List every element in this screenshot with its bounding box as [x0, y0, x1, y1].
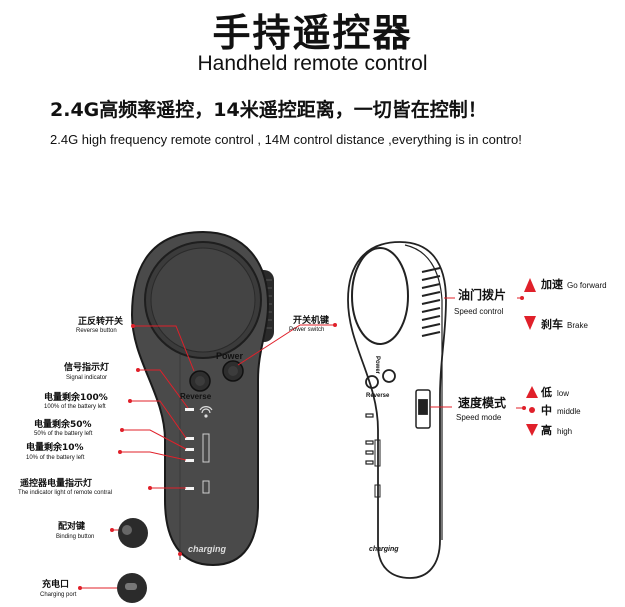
arrow-up-forward-icon — [524, 278, 536, 292]
batt100-label-cn: 电量剩余100% — [44, 393, 108, 403]
batt10-label-cn: 电量剩余10% — [26, 443, 84, 453]
binding-label-cn: 配对键 — [58, 522, 86, 532]
batt10-label-en: 10% of the battery left — [26, 455, 85, 461]
outline-charging-print: charging — [369, 546, 399, 553]
outline-power-print: Power — [374, 356, 380, 375]
title-cn: 手持遥控器 — [212, 11, 413, 55]
reverse-label-cn: 正反转开关 — [78, 317, 124, 327]
power-label-cn: 开关机键 — [293, 316, 330, 326]
remote-side-view — [347, 241, 447, 579]
outline-reverse-button[interactable] — [365, 375, 379, 389]
outline-reverse-print: Reverse — [366, 393, 390, 399]
charging-label-cn: 充电口 — [42, 580, 70, 590]
battery-led-100 — [185, 437, 194, 440]
throttle-ridges — [421, 267, 441, 337]
speed-mode-label-en: Speed mode — [456, 413, 502, 422]
leader-lines-left — [80, 324, 335, 589]
batt50-label-en: 50% of the battery left — [34, 431, 93, 437]
speed-control-label-cn: 油门拨片 — [458, 288, 507, 302]
outline-power-button[interactable] — [382, 369, 396, 383]
remote-batt-label-en: The indicator light of remote contral — [18, 490, 113, 496]
charging-print: charging — [188, 544, 227, 554]
speed-control-label-en: Speed control — [454, 307, 504, 316]
remote-outline-body — [347, 241, 447, 579]
outline-dome — [351, 247, 409, 345]
forward-label-en: Go forward — [567, 281, 607, 290]
battery-small-icon — [202, 480, 210, 494]
power-label-en: Power switch — [289, 327, 325, 333]
speed-mode-knob[interactable] — [418, 399, 428, 415]
speed-mode-switch[interactable] — [415, 389, 431, 429]
low-label-cn: 低 — [541, 386, 552, 399]
charging-label-en: Charging port — [40, 592, 77, 598]
forward-label-cn: 加速 — [541, 278, 563, 291]
middle-label-cn: 中 — [541, 404, 552, 417]
high-label-cn: 高 — [541, 424, 552, 437]
batt50-label-cn: 电量剩余50% — [34, 420, 92, 430]
brake-label-en: Brake — [567, 321, 588, 330]
dot-middle-icon — [529, 407, 535, 413]
arrow-down-brake-icon — [524, 316, 536, 330]
low-label-en: low — [557, 389, 570, 398]
signal-label-cn: 信号指示灯 — [64, 363, 110, 373]
high-label-en: high — [557, 427, 573, 436]
battery-led-50 — [185, 448, 194, 451]
remote-front-view — [130, 230, 274, 567]
brake-label-cn: 刹车 — [541, 318, 563, 331]
speed-mode-label-cn: 速度模式 — [458, 396, 507, 410]
battery-led-10 — [185, 459, 194, 462]
remote-battery-led — [185, 487, 194, 490]
signal-label-en: Signal indicator — [66, 375, 108, 381]
reverse-label-en: Reverse button — [76, 328, 117, 334]
title-en: Handheld remote control — [197, 52, 428, 75]
batt100-label-en: 100% of the battery left — [44, 404, 106, 410]
remote-batt-label-cn: 遥控器电量指示灯 — [20, 479, 93, 489]
arrow-down-high-icon — [526, 424, 538, 436]
arrow-up-low-icon — [526, 386, 538, 398]
tagline-cn: 2.4G高频率遥控，14米遥控距离，一切皆在控制！ — [50, 99, 487, 121]
signal-icon — [199, 406, 213, 418]
reverse-print: Reverse — [180, 392, 212, 401]
tagline-en: 2.4G high frequency remote control , 14M… — [50, 132, 522, 147]
middle-label-en: middle — [557, 407, 581, 416]
binding-label-en: Binding button — [56, 534, 95, 540]
binding-button-photo — [118, 518, 148, 548]
battery-bar-icon — [202, 433, 210, 463]
power-print: Power — [216, 351, 244, 361]
leader-dots-right — [520, 296, 526, 410]
leader-dots-left — [78, 323, 337, 590]
signal-led — [185, 408, 194, 411]
